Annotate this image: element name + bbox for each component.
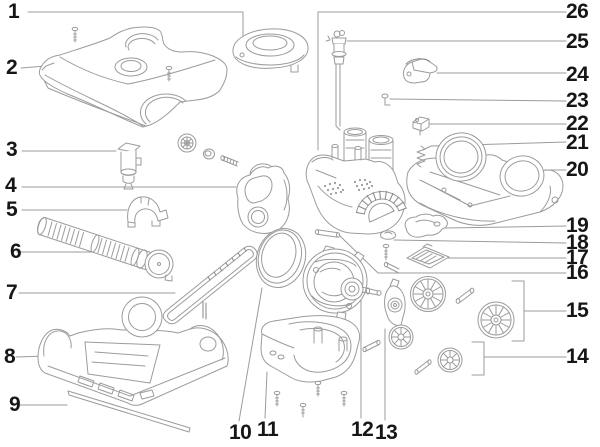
callout-1: 1 [8,0,20,23]
screw-fasteners-top [71,26,173,82]
screw-and-pin-mid [382,243,400,274]
callout-9: 9 [9,393,21,416]
part-14-small-wheels [362,324,463,375]
part-15-large-wheels [410,276,515,339]
agitator-end-parts [177,133,239,167]
part-18-clip [380,230,397,240]
part-3-valve [117,142,142,190]
callout-22: 22 [566,112,589,135]
callout-20: 20 [566,158,589,181]
callout-23: 23 [566,89,589,112]
part-7-belt [162,245,258,325]
leader-10 [238,287,263,422]
leader-23 [389,98,567,102]
callout-19: 19 [566,214,589,237]
part-22-switch [412,116,430,136]
callout-21: 21 [566,131,589,154]
part-13-bearing-bracket [384,278,406,326]
part-16-pin [314,229,341,238]
leader-18 [393,239,567,244]
part-19-pedal [404,213,448,238]
part-6-brush-roller [37,216,174,282]
callout-16: 16 [566,261,589,284]
callout-18: 18 [566,231,589,254]
callout-15: 15 [566,299,589,322]
callout-25: 25 [566,30,589,53]
part-17-vent-grate [406,243,450,269]
callout-5: 5 [6,198,18,221]
part-26-duct-body [305,127,407,235]
callout-14: 14 [566,345,589,368]
callout-13: 13 [375,421,398,444]
leader-16 [338,234,567,274]
callout-4: 4 [5,174,17,197]
screw-fasteners-bottom [273,380,348,418]
callout-6: 6 [10,240,22,263]
part-1-cap [232,28,309,73]
callout-8: 8 [4,345,16,368]
part-4-scroll-housing [236,163,291,234]
callout-10: 10 [229,421,252,444]
leader-15 [511,280,567,342]
part-2-hood [38,26,228,128]
leader-19 [445,225,567,229]
part-10-ring [255,228,307,288]
part-25-valve-rod [325,30,347,131]
leader-11 [264,371,268,419]
part-11-lower-housing [260,315,361,383]
part-9-squeegee-strip [67,390,191,433]
callout-11: 11 [257,418,279,441]
callout-17: 17 [566,246,589,269]
leader-26 [317,11,567,151]
leader-lines [15,11,567,422]
callout-26: 26 [566,0,589,23]
callout-12: 12 [351,418,374,441]
callout-24: 24 [566,63,589,86]
part-20-base-housing [406,132,564,226]
part-21-spring [416,145,426,168]
leader-1 [27,11,244,43]
callout-2: 2 [6,56,18,79]
part-8-sole-plate [37,296,229,406]
leader-14 [471,341,567,376]
part-5-bracket [127,196,169,228]
leader-21 [422,141,567,151]
callout-7: 7 [6,281,18,304]
part-24-lever [403,58,438,84]
callout-3: 3 [6,138,18,161]
part-23-pin [381,93,391,106]
part-12-motor [302,245,382,321]
